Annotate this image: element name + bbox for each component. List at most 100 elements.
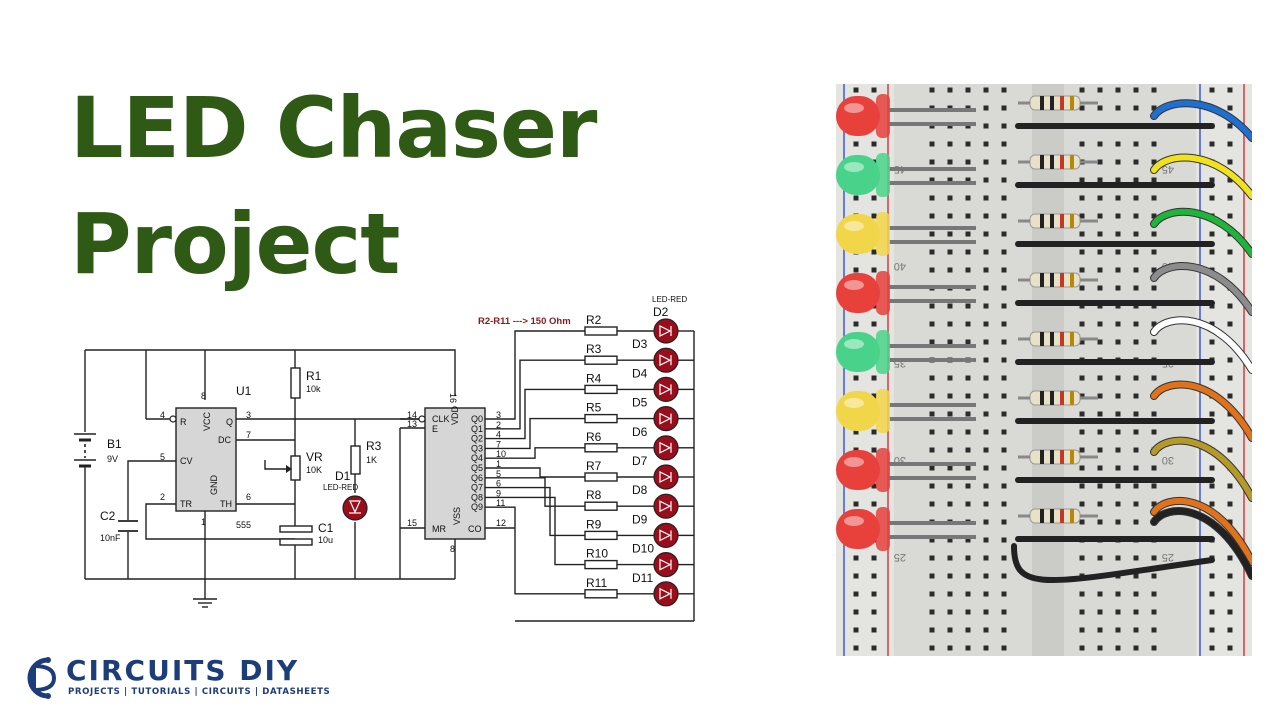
hole xyxy=(853,609,859,615)
hole xyxy=(1079,393,1085,399)
hole xyxy=(1079,321,1085,327)
led-d10 xyxy=(653,552,679,578)
hole xyxy=(853,645,859,651)
resistor-band xyxy=(1040,450,1044,464)
vr-ref: VR xyxy=(306,450,323,464)
output-q5-label: Q5 xyxy=(471,463,483,473)
led-d10-mark xyxy=(659,558,672,571)
hole xyxy=(1115,159,1121,165)
hole xyxy=(929,411,935,417)
hole xyxy=(1001,195,1007,201)
hole xyxy=(1151,411,1157,417)
hole xyxy=(1209,321,1215,327)
hole xyxy=(1115,447,1121,453)
hole xyxy=(983,645,989,651)
pin-8-vss-number: 8 xyxy=(450,544,455,554)
output-pin-7-number: 7 xyxy=(496,439,501,449)
resistor-r9 xyxy=(584,530,618,541)
hole xyxy=(929,501,935,507)
hole xyxy=(1001,537,1007,543)
led-d9-mark xyxy=(659,529,672,542)
breadboard-holes xyxy=(853,87,1233,651)
hole xyxy=(965,609,971,615)
hole xyxy=(1133,339,1139,345)
hole xyxy=(1151,483,1157,489)
hole xyxy=(1001,627,1007,633)
pin-4-number: 4 xyxy=(160,410,165,420)
output-pin-9-number: 9 xyxy=(496,488,501,498)
hole xyxy=(983,483,989,489)
hole xyxy=(1227,573,1233,579)
counter-ic-body xyxy=(424,407,486,540)
pin-r-label: R xyxy=(180,417,187,427)
hole xyxy=(929,339,935,345)
hole xyxy=(1133,321,1139,327)
hole xyxy=(965,87,971,93)
hole xyxy=(947,555,953,561)
led-rim xyxy=(876,153,890,197)
output-pin-10-number: 10 xyxy=(496,449,506,459)
hole xyxy=(1097,465,1103,471)
hole xyxy=(965,339,971,345)
output-trace-7 xyxy=(485,486,585,537)
hole xyxy=(965,393,971,399)
hole xyxy=(1151,501,1157,507)
hole xyxy=(1133,519,1139,525)
hole xyxy=(1115,429,1121,435)
hole xyxy=(1115,213,1121,219)
hole xyxy=(1209,573,1215,579)
hole xyxy=(853,573,859,579)
hole xyxy=(983,357,989,363)
c1-value: 10u xyxy=(318,535,333,545)
resistor-band xyxy=(1070,450,1074,464)
output-q3-label: Q3 xyxy=(471,443,483,453)
hole xyxy=(1227,429,1233,435)
resistor-r2-ref: R2 xyxy=(586,313,602,327)
hole xyxy=(947,393,953,399)
r3-ref: R3 xyxy=(366,439,382,453)
hole xyxy=(1079,447,1085,453)
hole xyxy=(871,627,877,633)
led-d9-ref: D9 xyxy=(632,512,648,526)
pin-dc-label: DC xyxy=(218,435,231,445)
led-highlight xyxy=(844,162,864,172)
jumper-wire xyxy=(1151,100,1252,141)
hole xyxy=(1151,339,1157,345)
pin-7-number: 7 xyxy=(246,430,251,440)
hole xyxy=(871,429,877,435)
led-highlight xyxy=(844,103,864,113)
hole xyxy=(871,555,877,561)
hole xyxy=(983,465,989,471)
hole xyxy=(1151,627,1157,633)
resistor-r11-ref: R11 xyxy=(586,576,607,590)
hole xyxy=(929,465,935,471)
led-d6-mark xyxy=(659,441,672,454)
pin-16-number: 16 xyxy=(448,393,458,403)
hole xyxy=(1209,285,1215,291)
hole xyxy=(1115,321,1121,327)
hole xyxy=(1001,519,1007,525)
hole xyxy=(965,411,971,417)
hole xyxy=(1001,501,1007,507)
counter-ic-pins: CLK E MR VDD VSS CO 14 13 15 16 8 12 xyxy=(407,393,506,554)
output-pin-1-number: 1 xyxy=(496,459,501,469)
hole xyxy=(929,393,935,399)
breadboard-photo: 45454040353530302525 xyxy=(836,84,1252,656)
output-pin-5-number: 5 xyxy=(496,469,501,479)
hole xyxy=(1209,645,1215,651)
hole xyxy=(1151,645,1157,651)
hole xyxy=(1133,177,1139,183)
hole xyxy=(1097,447,1103,453)
hole xyxy=(929,231,935,237)
output-q1-label: Q1 xyxy=(471,424,483,434)
resistor-band xyxy=(1070,96,1074,110)
output-trace-2 xyxy=(485,388,585,440)
led-rim xyxy=(876,448,890,492)
hole xyxy=(1097,231,1103,237)
hole xyxy=(1079,609,1085,615)
hole xyxy=(947,267,953,273)
hole xyxy=(1227,123,1233,129)
hole xyxy=(871,645,877,651)
